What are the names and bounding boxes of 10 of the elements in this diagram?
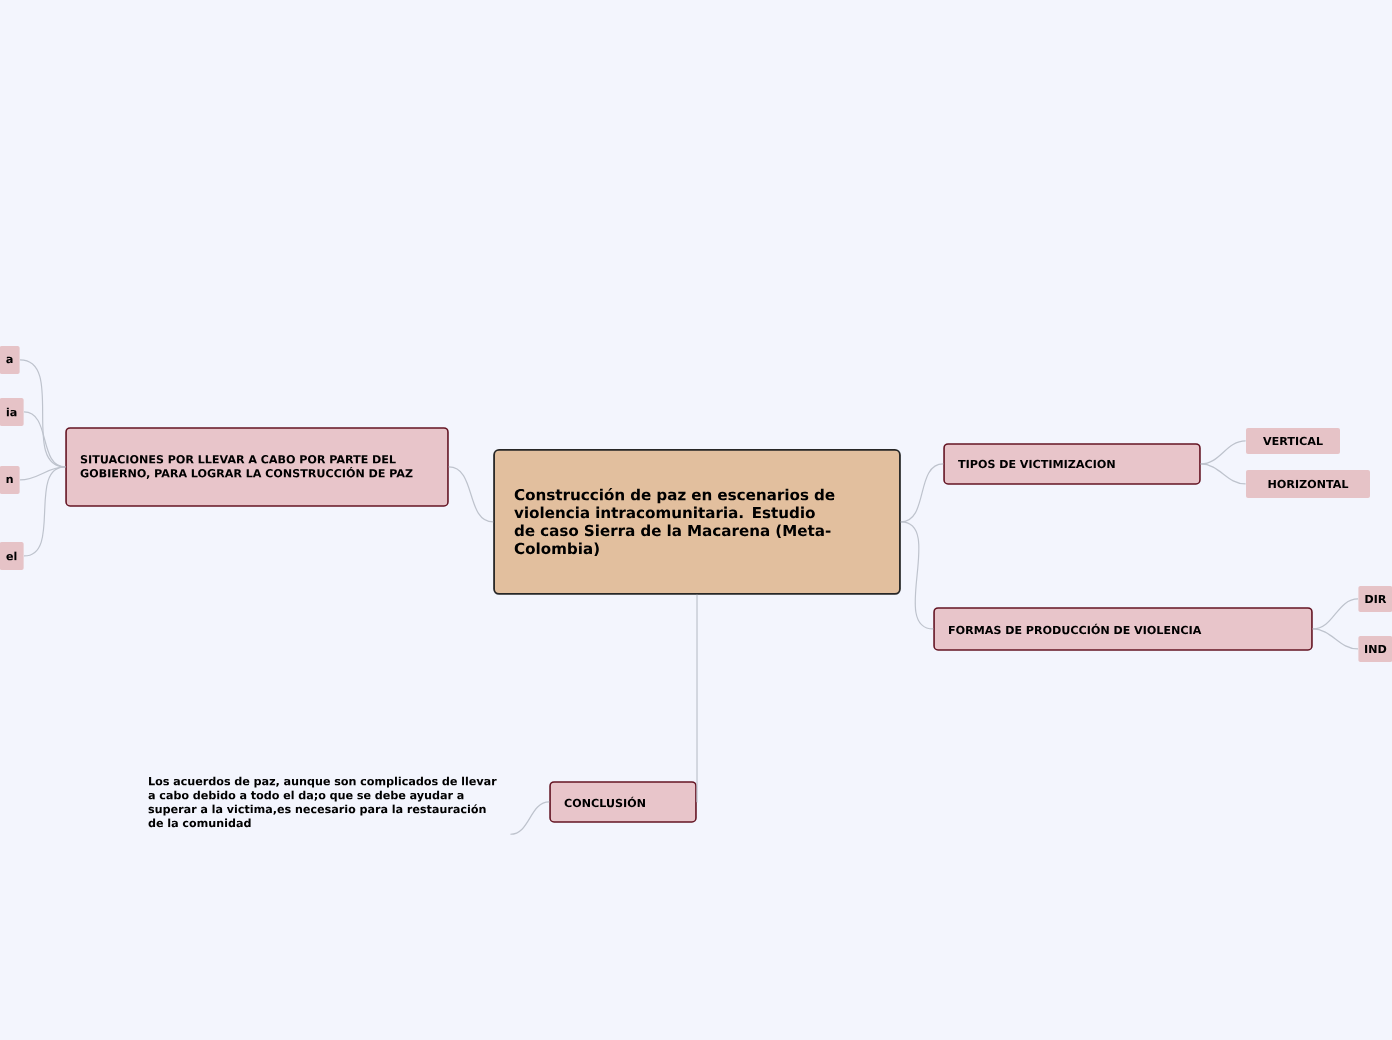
connector-line (900, 463, 944, 523)
connector-line (1312, 598, 1359, 630)
connector-line (1312, 628, 1359, 650)
connector-line (1200, 463, 1247, 485)
connector-line (900, 521, 934, 630)
connector-line (696, 594, 698, 803)
connector-line (448, 466, 494, 523)
connector-line (23, 411, 66, 468)
connector-line (509, 801, 550, 835)
connector-line (1200, 440, 1247, 465)
